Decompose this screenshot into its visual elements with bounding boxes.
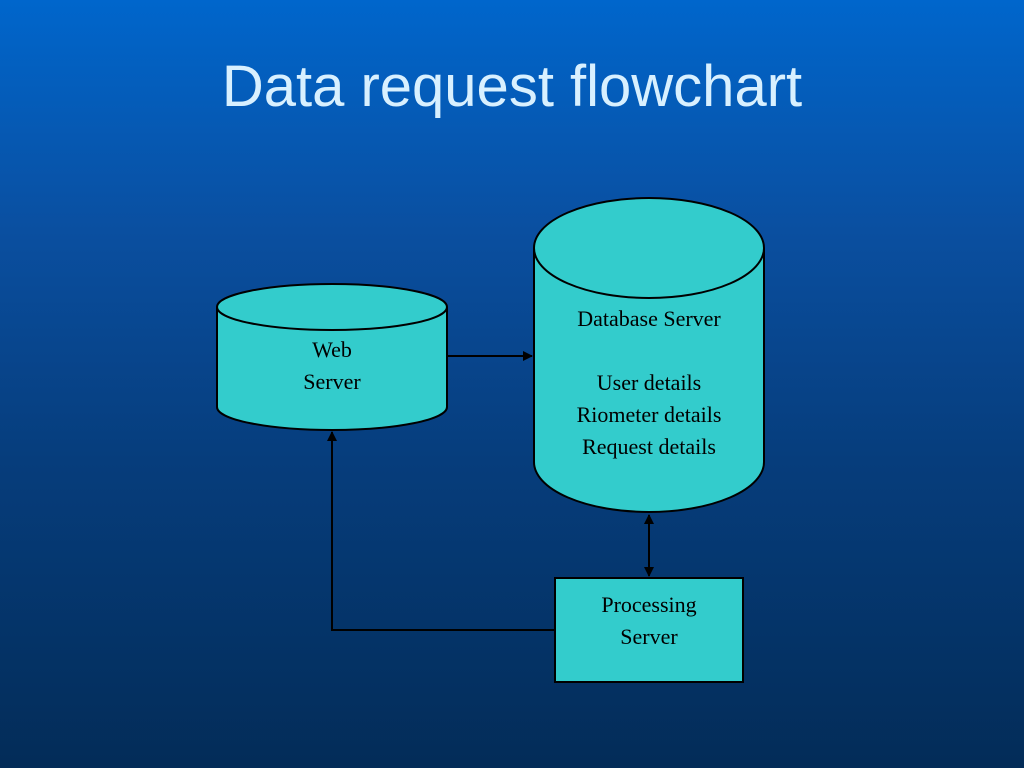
processing-server-box bbox=[554, 577, 744, 683]
database-server-label-line-1: Database Server bbox=[577, 306, 721, 331]
database-server-label-line-3: User details bbox=[597, 370, 701, 395]
web-server-label-line-2: Server bbox=[303, 369, 361, 394]
web-server-label-line-1: Web bbox=[312, 337, 352, 362]
web-server-cylinder-body bbox=[216, 307, 448, 431]
database-server-cylinder-top bbox=[533, 197, 765, 299]
processing-server-node: Processing Server bbox=[554, 577, 744, 683]
database-server-node: Database Server User details Riometer de… bbox=[533, 197, 765, 513]
processing-server-label-line-2: Server bbox=[620, 624, 678, 649]
database-server-label-line-5: Request details bbox=[582, 434, 716, 459]
edge-processing-to-web-arrow bbox=[327, 431, 555, 631]
database-server-label-line-4: Riometer details bbox=[577, 402, 722, 427]
database-server-cylinder-body bbox=[533, 248, 765, 513]
slide-title: Data request flowchart bbox=[221, 54, 803, 119]
web-server-node: Web Server bbox=[216, 283, 448, 431]
processing-server-label-line-1: Processing bbox=[601, 592, 696, 617]
web-server-cylinder-top bbox=[216, 283, 448, 331]
